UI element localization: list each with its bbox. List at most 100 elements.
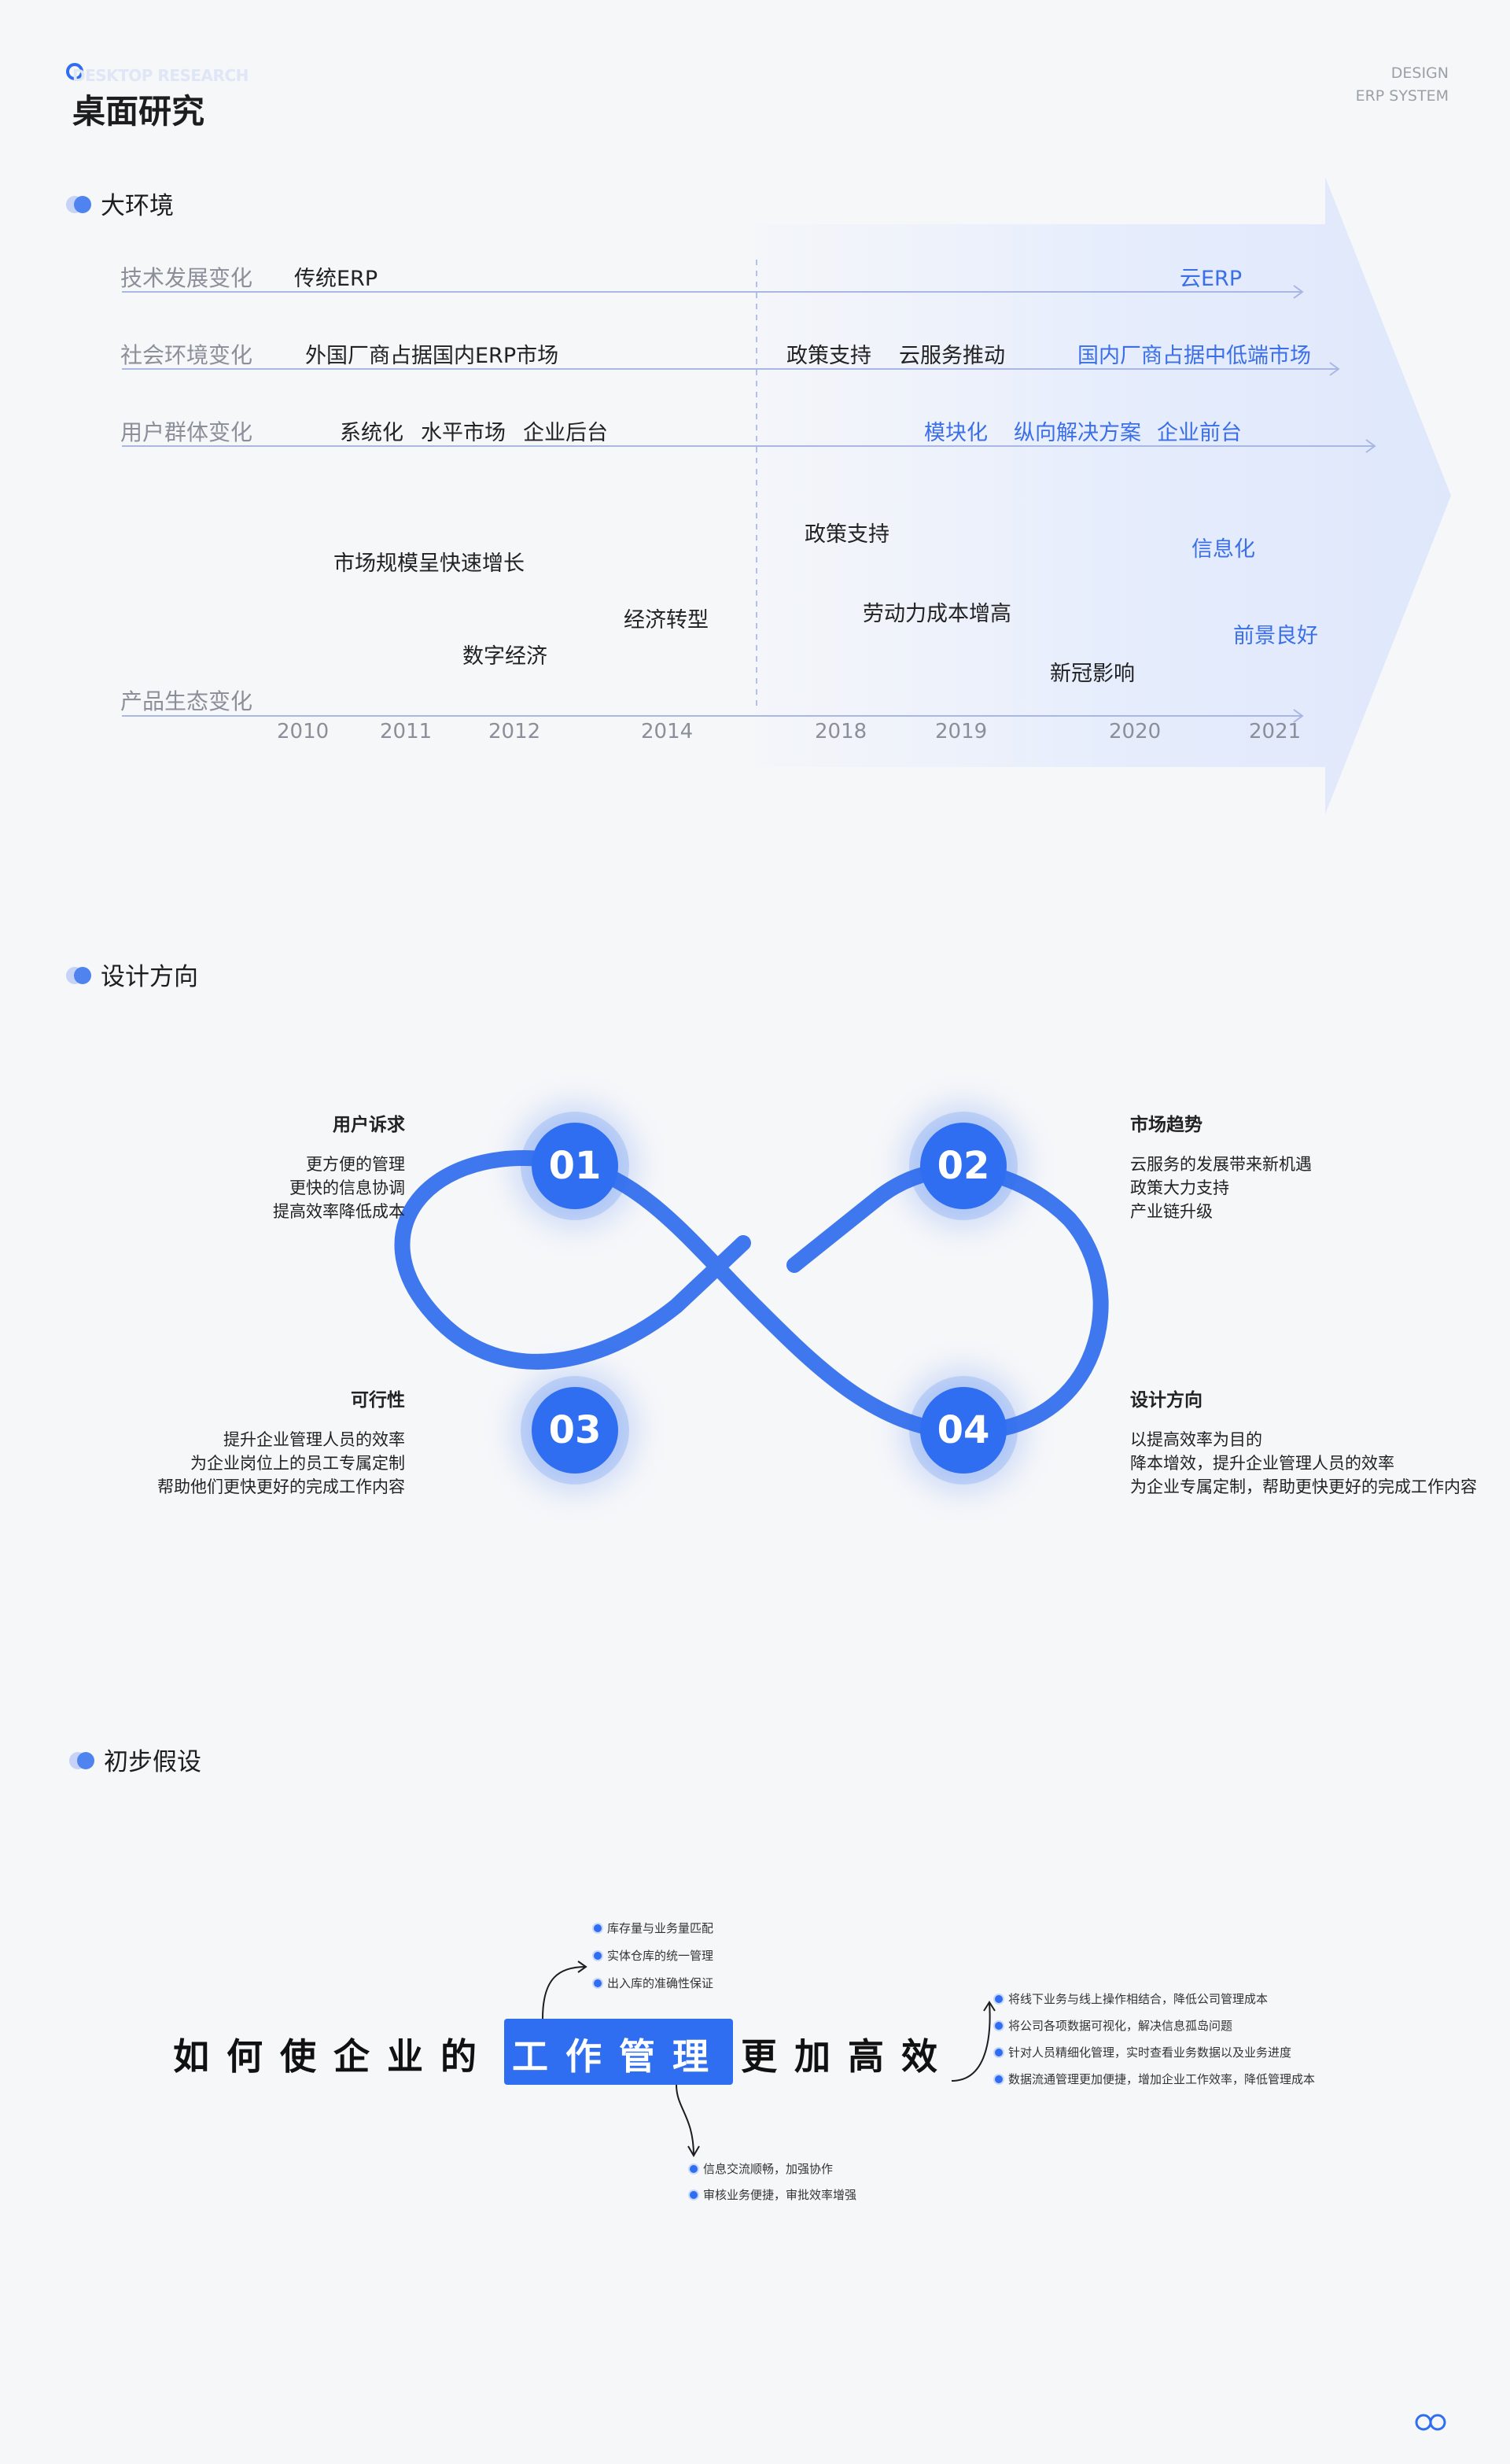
- bottom-item: 信息交流顺畅，加强协作: [690, 2160, 833, 2177]
- section-title-environment: 大环境: [66, 186, 174, 221]
- eco-prospect: 前景良好: [1233, 624, 1318, 648]
- bullet-icon: [594, 1979, 602, 1987]
- node-01-description: 用户诉求 更方便的管理 更快的信息协调 提高效率降低成本: [273, 1113, 405, 1223]
- bottom-item-text: 信息交流顺畅，加强协作: [703, 2162, 834, 2176]
- year-2012: 2012: [488, 720, 541, 743]
- year-2019: 2019: [935, 720, 988, 743]
- bullet-icon: [995, 2075, 1003, 2083]
- section-dot-icon: [66, 964, 94, 986]
- node-01-line: 更方便的管理: [306, 1155, 405, 1174]
- bottom-item: 审核业务便捷，审批效率增强: [690, 2186, 856, 2203]
- header-en-title: DESKTOP RESEARCH: [72, 66, 249, 85]
- eco-policy: 政策支持: [805, 522, 889, 547]
- section-dot-icon: [69, 1749, 98, 1771]
- node-03-description: 可行性 提升企业管理人员的效率 为企业岗位上的员工专属定制 帮助他们更快更好的完…: [157, 1389, 405, 1499]
- users-right-item-3: 企业前台: [1157, 421, 1242, 445]
- node-04-title: 设计方向: [1130, 1390, 1202, 1411]
- bottom-item-text: 审核业务便捷，审批效率增强: [703, 2188, 857, 2202]
- right-item-text: 将线下业务与线上操作相结合，降低公司管理成本: [1008, 1992, 1269, 2006]
- timeline-lines: [122, 260, 1376, 723]
- header-right-line1: DESIGN: [1390, 65, 1449, 82]
- section-title-text: 大环境: [101, 192, 174, 220]
- header-right-line2: ERP SYSTEM: [1355, 87, 1449, 105]
- users-right-item-2: 纵向解决方案: [1014, 421, 1141, 445]
- tech-right-item: 云ERP: [1180, 267, 1243, 291]
- row-label-social: 社会环境变化: [120, 342, 253, 368]
- logo-ring-icon: [66, 63, 83, 80]
- headline-highlight-box: [504, 2019, 733, 2085]
- bullet-icon: [995, 2048, 1003, 2056]
- year-2018: 2018: [815, 720, 867, 743]
- year-2020: 2020: [1109, 720, 1162, 743]
- social-left-item: 外国厂商占据国内ERP市场: [305, 344, 559, 368]
- node-04-line: 为企业专属定制，帮助更快更好的完成工作内容: [1130, 1477, 1477, 1496]
- headline-highlight: 工作管理: [512, 2035, 726, 2078]
- hypothesis-connectors: [542, 1961, 996, 2157]
- year-2021: 2021: [1249, 720, 1302, 743]
- row-label-eco: 产品生态变化: [120, 688, 253, 714]
- users-left-item-2: 水平市场: [421, 421, 506, 445]
- eco-labor-cost: 劳动力成本增高: [863, 602, 1011, 626]
- node-03-line: 帮助他们更快更好的完成工作内容: [157, 1477, 405, 1496]
- page-title: 桌面研究: [72, 92, 205, 131]
- right-item-text: 将公司各项数据可视化，解决信息孤岛问题: [1008, 2019, 1233, 2033]
- bullet-icon: [690, 2190, 698, 2199]
- top-item-text: 实体仓库的统一管理: [607, 1949, 714, 1963]
- node-02-title: 市场趋势: [1130, 1115, 1202, 1135]
- section-title-text: 设计方向: [101, 963, 198, 991]
- node-03-line: 提升企业管理人员的效率: [223, 1430, 405, 1449]
- section-dot-icon: [66, 193, 94, 215]
- node-04-line: 以提高效率为目的: [1130, 1430, 1262, 1449]
- eco-covid: 新冠影响: [1050, 662, 1135, 686]
- row-label-users: 用户群体变化: [120, 419, 253, 445]
- right-item: 将公司各项数据可视化，解决信息孤岛问题: [995, 2017, 1232, 2034]
- bullet-icon: [690, 2164, 698, 2173]
- headline-suffix: 更加高效: [741, 2035, 955, 2078]
- year-2010: 2010: [277, 720, 330, 743]
- bullet-icon: [995, 2021, 1003, 2030]
- node-02-line: 政策大力支持: [1130, 1179, 1229, 1197]
- node-02-line: 云服务的发展带来新机遇: [1130, 1155, 1312, 1174]
- right-item-text: 针对人员精细化管理，实时查看业务数据以及业务进度: [1008, 2045, 1292, 2060]
- right-item: 数据流通管理更加便捷，增加企业工作效率，降低管理成本: [995, 2071, 1315, 2087]
- eco-market-growth: 市场规模呈快速增长: [333, 551, 525, 576]
- top-item: 实体仓库的统一管理: [594, 1947, 713, 1964]
- node-01-circle: 01: [532, 1123, 618, 1209]
- social-right-item-1: 政策支持: [786, 344, 871, 368]
- social-right-item-2: 云服务推动: [899, 344, 1005, 368]
- node-04-description: 设计方向 以提高效率为目的 降本增效，提升企业管理人员的效率 为企业专属定制，帮…: [1130, 1389, 1477, 1499]
- node-02-line: 产业链升级: [1130, 1202, 1213, 1221]
- year-2011: 2011: [380, 720, 433, 743]
- right-item: 针对人员精细化管理，实时查看业务数据以及业务进度: [995, 2044, 1291, 2060]
- section-title-text: 初步假设: [104, 1748, 201, 1776]
- users-left-item-1: 系统化: [340, 421, 403, 445]
- node-03-title: 可行性: [351, 1390, 405, 1411]
- right-item: 将线下业务与线上操作相结合，降低公司管理成本: [995, 1990, 1268, 2007]
- node-01-line: 更快的信息协调: [289, 1179, 405, 1197]
- node-03-circle: 03: [532, 1387, 618, 1474]
- eco-informatization: 信息化: [1191, 537, 1255, 562]
- row-label-tech: 技术发展变化: [120, 265, 253, 291]
- users-right-item-1: 模块化: [924, 421, 988, 445]
- node-02-description: 市场趋势 云服务的发展带来新机遇 政策大力支持 产业链升级: [1130, 1113, 1312, 1223]
- section-title-design: 设计方向: [66, 957, 198, 992]
- bullet-icon: [594, 1924, 602, 1932]
- bullet-icon: [594, 1951, 602, 1960]
- eco-econ-transform: 经济转型: [624, 608, 709, 633]
- node-03-line: 为企业岗位上的员工专属定制: [190, 1454, 405, 1473]
- node-01-line: 提高效率降低成本: [273, 1202, 405, 1221]
- section-title-hypothesis: 初步假设: [69, 1742, 201, 1777]
- users-left-item-3: 企业后台: [523, 421, 608, 445]
- eco-digital-economy: 数字经济: [462, 644, 547, 669]
- social-right-item-3: 国内厂商占据中低端市场: [1077, 344, 1311, 368]
- top-item-text: 库存量与业务量匹配: [607, 1921, 714, 1935]
- node-02-circle: 02: [920, 1123, 1007, 1209]
- timeline-arrow-background: [755, 177, 1451, 814]
- footer-link-icon: [1415, 2414, 1446, 2431]
- year-2014: 2014: [641, 720, 694, 743]
- top-item: 库存量与业务量匹配: [594, 1920, 713, 1936]
- right-item-text: 数据流通管理更加便捷，增加企业工作效率，降低管理成本: [1008, 2072, 1316, 2086]
- node-04-circle: 04: [920, 1387, 1007, 1474]
- node-04-line: 降本增效，提升企业管理人员的效率: [1130, 1454, 1394, 1473]
- top-item: 出入库的准确性保证: [594, 1975, 713, 1991]
